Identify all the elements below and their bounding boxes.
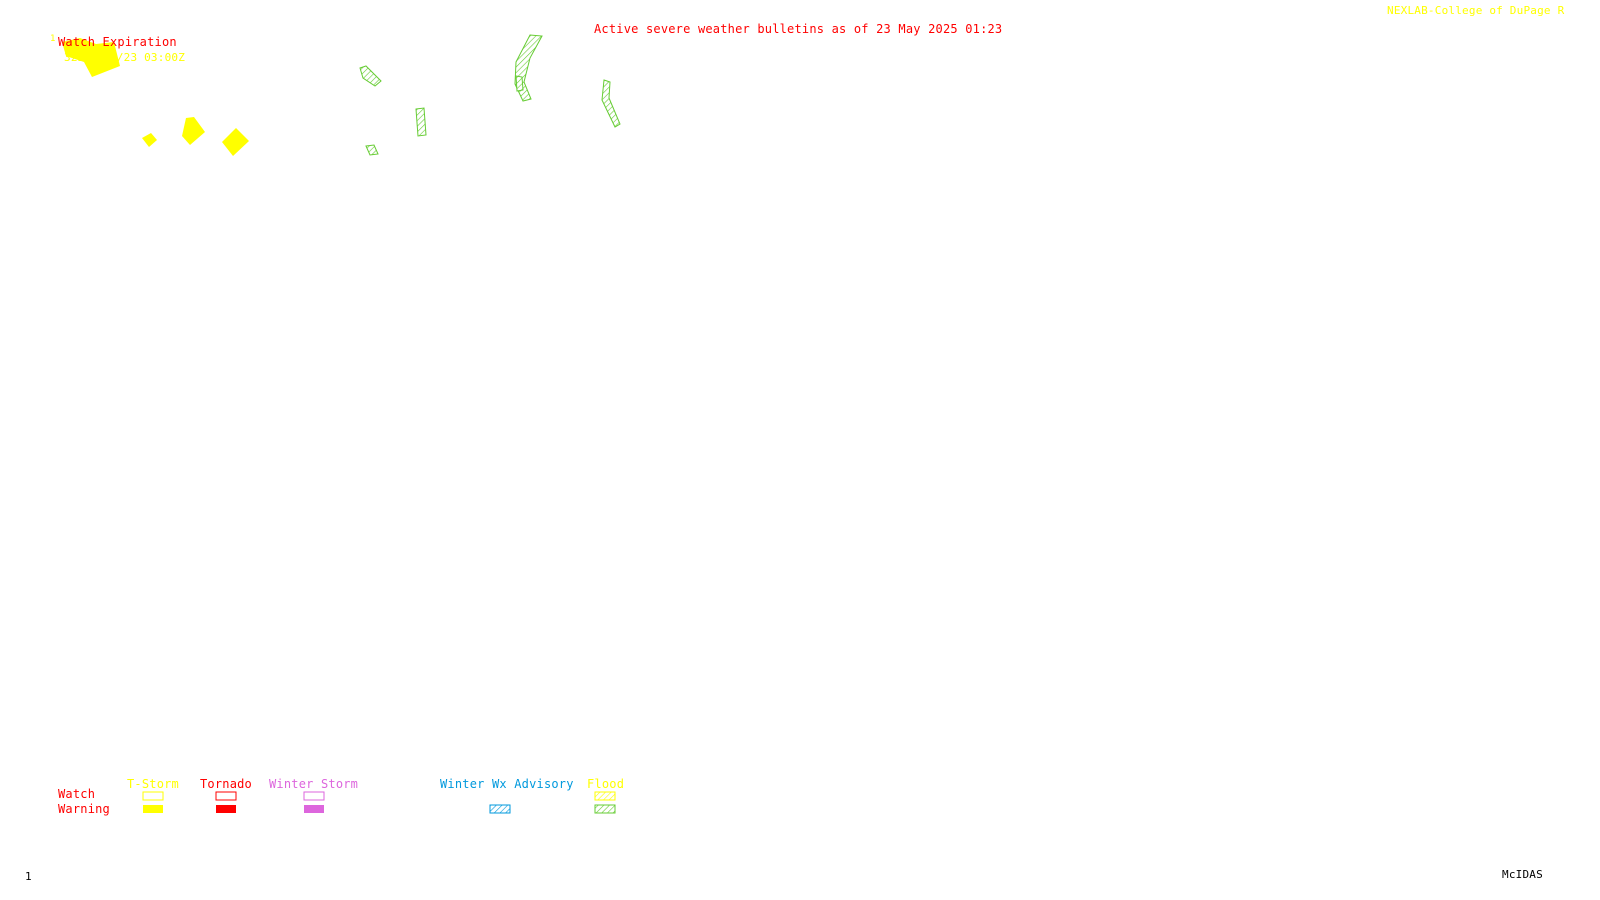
legend-winter-advisory-swatch: [489, 804, 511, 814]
flood-warning-polygon: [601, 79, 621, 128]
watch-number: 322: [64, 51, 85, 64]
source-credit: NEXLAB-College of DuPage R: [1387, 4, 1565, 17]
software-label: McIDAS: [1502, 868, 1543, 881]
flood-warning-polygon: [365, 144, 379, 156]
legend-row-watch: Watch: [58, 787, 96, 801]
legend-tstorm-warning-swatch: [143, 805, 163, 813]
watch-number-badge: 1: [50, 34, 56, 44]
flood-warning-polygon: [515, 75, 524, 92]
legend-category-winter-advisory: Winter Wx Advisory: [440, 777, 574, 791]
watch-expiration-time: 5/23 03:00Z: [110, 51, 186, 64]
tstorm-watch-polygon: [62, 38, 120, 77]
legend-tstorm-watch-swatch: [142, 791, 164, 801]
legend-tornado-watch-swatch: [215, 791, 237, 801]
tstorm-warning-polygon: [142, 133, 157, 147]
bulletin-title: Active severe weather bulletins as of 23…: [594, 22, 1003, 36]
flood-warning-polygon: [359, 65, 382, 87]
legend-winter-storm-warning-swatch: [304, 805, 324, 813]
legend-category-flood: Flood: [587, 777, 625, 791]
legend-flood-watch-swatch: [594, 791, 616, 801]
tstorm-warning-polygon: [182, 117, 205, 145]
watch-expiration-heading: Watch Expiration: [58, 35, 177, 49]
legend-category-winter-storm: Winter Storm: [269, 777, 359, 791]
legend-winter-storm-watch-swatch: [303, 791, 325, 801]
legend-category-tstorm: T-Storm: [127, 777, 179, 791]
flood-warning-polygon: [415, 107, 427, 137]
tstorm-warning-polygon: [222, 128, 249, 156]
legend-row-warning: Warning: [58, 802, 110, 816]
legend-flood-warning-swatch: [594, 804, 616, 814]
frame-number: 1: [25, 870, 32, 883]
legend-tornado-warning-swatch: [216, 805, 236, 813]
legend-category-tornado: Tornado: [200, 777, 252, 791]
